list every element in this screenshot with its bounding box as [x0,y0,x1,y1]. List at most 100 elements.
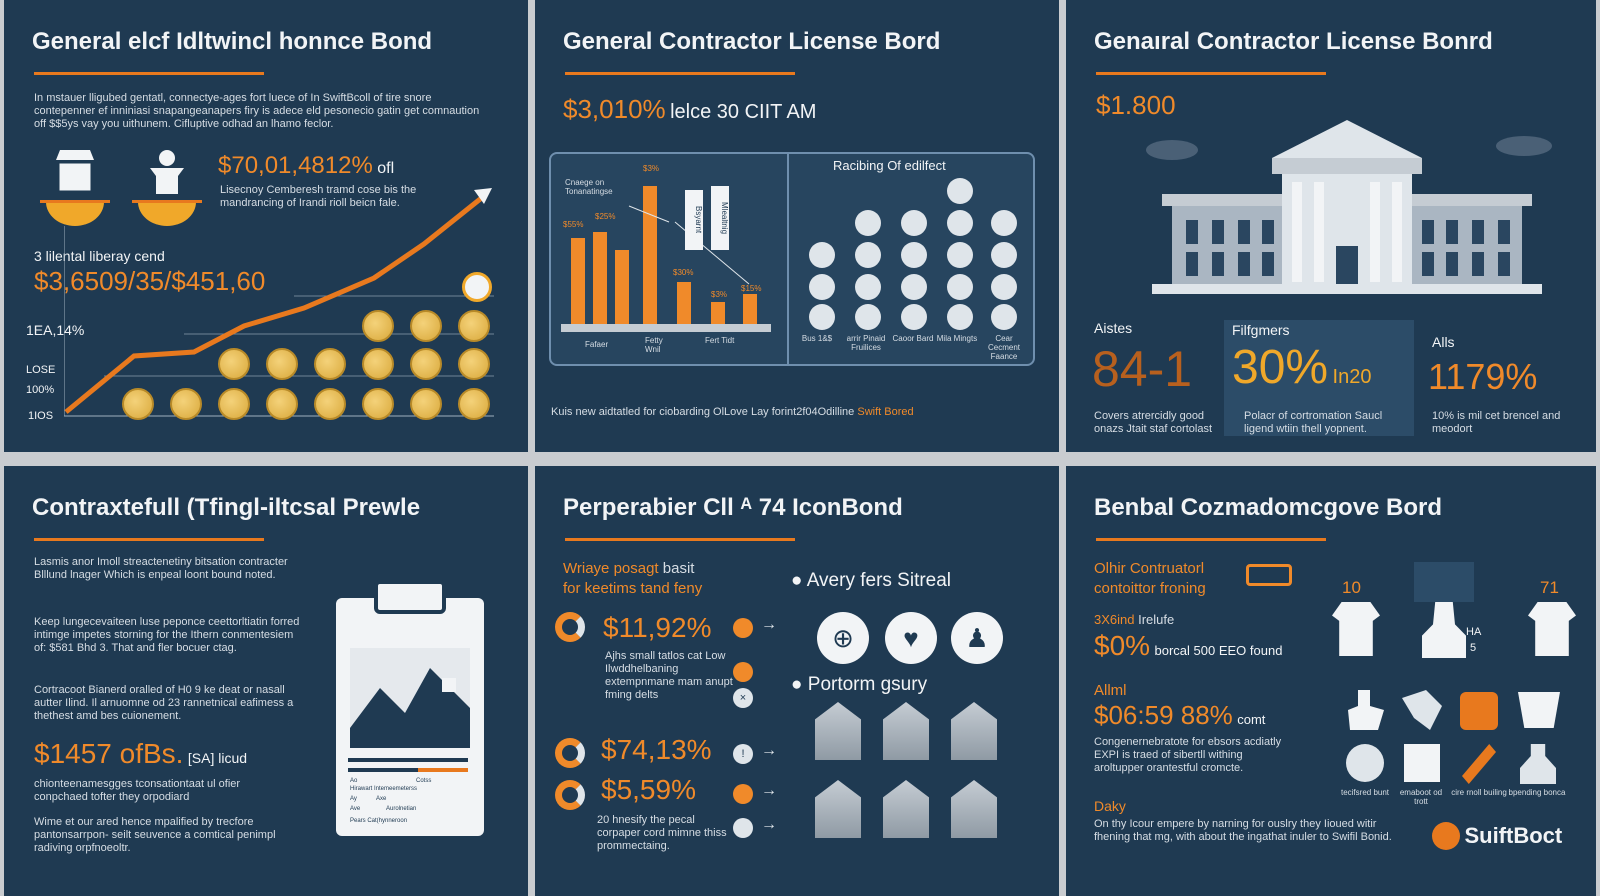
value-group: $1457 ofBs. [SA] licud [34,738,247,770]
shirt-icon [1332,602,1380,656]
col-desc: 10% is mil cet brencel and meodort [1432,410,1561,435]
close-dot-icon: × [733,688,753,708]
coin-icon [410,348,442,380]
doc-line [348,768,418,772]
subhead: Wriaye posagt basit [563,560,694,577]
price: $1.800 [1096,90,1176,120]
mug-icon [1460,692,1498,730]
circle-icon [991,274,1017,300]
value-suffix: comt [1237,712,1266,727]
stat-block: $70,01,4812% ofl [218,152,394,180]
circle-icon [855,304,881,330]
circle-icon [947,178,973,204]
doc-line [418,768,468,772]
panel-title: Benbal Cozmadomcgove Bord [1094,494,1443,521]
value-group: $0% borcal 500 EEO found [1094,630,1282,662]
bucket-icon [1518,692,1560,728]
vertical-label: Mlealtnig [711,186,729,250]
col-label: Cear Cecment Faance [987,334,1020,361]
number: HA [1466,626,1482,638]
x-label: Fert Tidt [705,336,735,345]
circle-icon [809,274,835,300]
label-group: 3X6ind Irelufe [1094,612,1174,627]
bar-label: $30% [673,268,694,277]
house-icon [951,702,997,760]
person-icon [1422,602,1466,658]
sub-label: 3 lilental liberay cend [34,248,165,264]
worker-icon [132,146,202,228]
value: $5,59% [601,774,696,805]
circle-icon [947,304,973,330]
coin-icon [218,348,250,380]
bar [743,294,757,324]
icon-heading: ● Avery fers Sitreal [791,570,951,592]
bar-label: $55% [563,220,584,229]
panel-title: General elcf Idltwincl honnce Bond [32,28,433,55]
clock-icon [462,272,492,302]
paragraph: Wime et our ared hence mpalified by trec… [34,816,276,854]
subhead-b: basit [662,560,695,577]
user-icon: ♟ [951,612,1003,664]
col-label: Caoor Bard [892,334,934,343]
col-label: Mila Mingts [936,334,978,343]
circle-icon [855,274,881,300]
icon-heading-text: Portorm gsury [807,674,928,695]
pin-icon: ● [791,570,803,591]
value-desc: 20 hnesify the pecal corpaper cord mimne… [597,814,727,852]
pin-icon: ● [791,674,803,695]
value: $1457 ofBs. [34,738,184,769]
dot-icon [733,784,753,804]
arrow-icon: → [761,782,777,799]
circle-icon [809,304,835,330]
house-icon [951,780,997,838]
panel-contract-preview: Contraxtefull (Tfingl-iltcsal Prewle Las… [4,466,528,896]
footer-brand: Swift Bored [857,406,914,418]
bar-label: $3% [711,290,728,299]
circle-icon [947,274,973,300]
bar [643,186,657,324]
label: Olhir Contruatorl [1094,560,1205,577]
coin-icon [266,348,298,380]
bag-icon [1404,744,1440,782]
title-rule [1096,538,1326,541]
circle-icon [901,242,927,268]
stat-unit: ofl [377,160,395,177]
circle-icon [991,210,1017,236]
paragraph: Congenernebratote for ebsors acdiatly EX… [1094,736,1282,774]
arrow-icon: → [761,616,777,633]
icon-heading-text: Avery fers Sitreal [806,570,952,591]
bar-label: $15% [741,284,762,293]
bar-label: $25% [595,212,616,221]
number: 5 [1470,642,1477,654]
coin-icon [218,388,250,420]
bar [615,250,629,324]
coin-icon [314,348,346,380]
value: $74,13% [601,734,712,765]
paragraph: Keep lungecevaiteen luse peponce ceettor… [34,616,300,654]
icon-label: tecifsred bunt [1340,788,1390,797]
headline-text: lelce 30 CIIT AM [670,101,817,123]
panel-general-bond: General elcf Idltwincl honnce Bond In ms… [4,0,528,452]
coin-icon [170,388,202,420]
doc-text: Axe [376,796,387,802]
arrow-icon: → [761,742,777,759]
value-desc: Ajhs small tatlos cat Low Ilwddhelbaning… [605,650,733,701]
axis-label-top: 1EA,14% [26,322,85,338]
paragraph: Cortracoot Bianerd oralled of H0 9 ke de… [34,684,294,722]
bar [593,232,607,324]
label-b: Irelufe [1138,612,1175,627]
dot-icon: ! [733,744,753,764]
circle-icon [855,210,881,236]
donut-icon [555,612,585,642]
bar [571,238,585,324]
brand-name: SuiftBoct [1464,823,1563,848]
doc-text: Ao [350,778,358,784]
number: 71 [1540,578,1559,597]
label: Allml [1094,682,1127,699]
panel-icon-bond: Perperabier Cll ᴬ 74 IconBond Wriaye pos… [535,466,1059,896]
coin-icon [122,388,154,420]
panel-title: Contraxtefull (Tfingl-iltcsal Prewle [32,494,421,521]
paragraph: Lasmis anor Imoll streactenetiny bitsati… [34,556,288,581]
x-label: Fetty Wnil [645,336,663,354]
title-rule [34,538,264,541]
